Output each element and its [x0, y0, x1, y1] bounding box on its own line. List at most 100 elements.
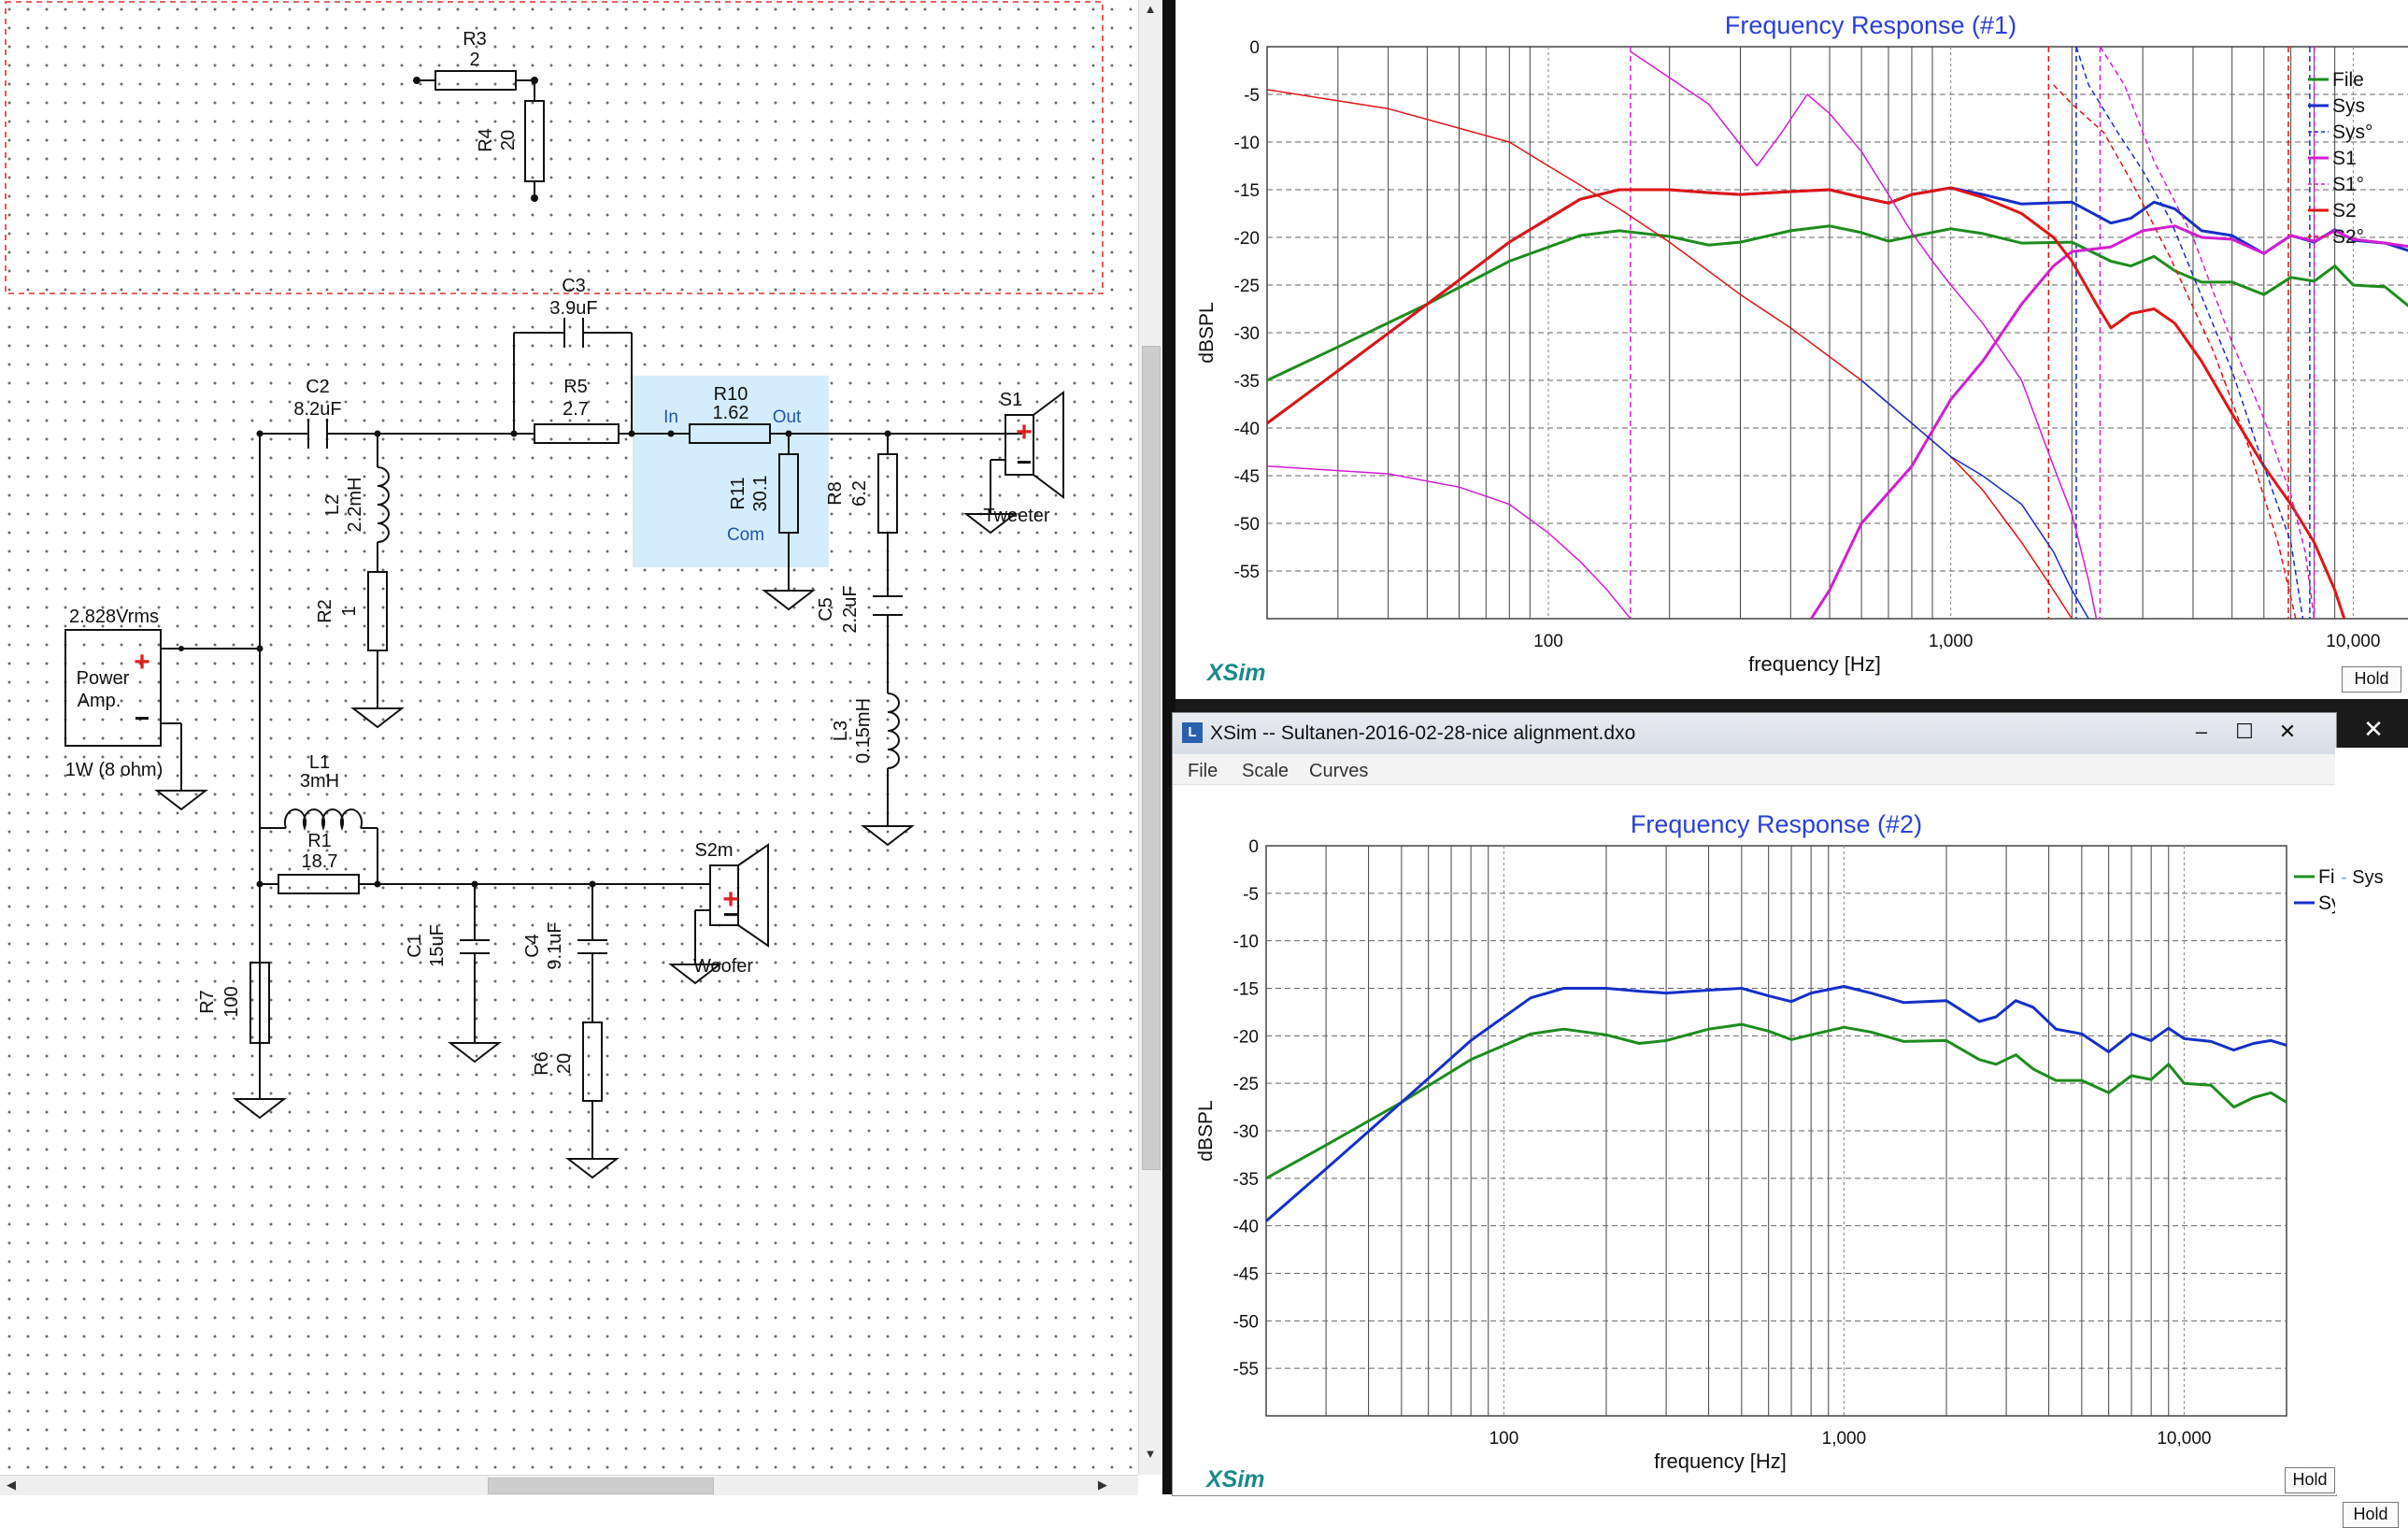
- r4-value: 20: [498, 130, 519, 150]
- plot2-x-tick-label: 10,000: [2157, 1429, 2211, 1449]
- r1-resistor[interactable]: [260, 874, 710, 894]
- plot1-series-line: [1630, 50, 2098, 619]
- r6-resistor[interactable]: [565, 1021, 620, 1179]
- plot2-window-title: XSim -- Sultanen-2016-02-28-nice alignme…: [1210, 722, 1636, 744]
- c4-capacitor[interactable]: [577, 884, 607, 1022]
- r7-label: R7: [197, 990, 218, 1014]
- close-icon[interactable]: ✕: [2278, 720, 2297, 743]
- amp-minus-sign: −: [135, 704, 150, 733]
- selection-rectangle[interactable]: [5, 1, 1104, 294]
- tweeter-plus-sign: +: [1016, 417, 1033, 448]
- plot1-legend-label: S1: [2332, 148, 2357, 169]
- horizontal-scroll-thumb[interactable]: [488, 1478, 714, 1494]
- plot1-y-tick-label: -15: [1234, 181, 1260, 201]
- c1-capacitor[interactable]: [448, 884, 502, 1064]
- plot1-y-tick-label: -5: [1244, 86, 1260, 106]
- r5-resistor[interactable]: [534, 423, 620, 444]
- r2-label: R2: [315, 599, 335, 623]
- plot1-series-line: [1860, 379, 2089, 619]
- woofer-speaker[interactable]: [668, 843, 769, 985]
- outer-close-icon[interactable]: ✕: [2339, 712, 2408, 746]
- xsim-app-icon: L: [1182, 722, 1203, 743]
- amp-name-line1: Power: [77, 668, 130, 689]
- c1-label: C1: [405, 934, 425, 958]
- scroll-right-button[interactable]: ▶: [1098, 1478, 1107, 1492]
- side-hold-button[interactable]: Hold: [2343, 1502, 2399, 1528]
- plot1-legend-label: S1°: [2332, 174, 2364, 195]
- r7-resistor[interactable]: [233, 962, 287, 1120]
- c3-capacitor[interactable]: [563, 318, 584, 348]
- plot1-x-axis-label: frequency [Hz]: [1748, 652, 1881, 676]
- c2-capacitor[interactable]: [307, 419, 328, 449]
- r2-resistor[interactable]: [350, 571, 405, 729]
- attenuator-highlight[interactable]: [633, 376, 829, 567]
- frequency-response-1-window: Frequency Response (#1)0-5-10-15-20-25-3…: [1176, 0, 2408, 699]
- c5-capacitor[interactable]: [873, 595, 903, 693]
- plot1-hold-button[interactable]: Hold: [2342, 666, 2401, 693]
- plot1-series-line: [1267, 89, 2073, 619]
- plot1-x-tick-label: 1,000: [1929, 632, 1973, 651]
- menu-scale[interactable]: Scale: [1242, 761, 1289, 781]
- plot1-y-tick-label: -45: [1234, 467, 1260, 487]
- r10-resistor[interactable]: [689, 423, 771, 444]
- schematic-canvas[interactable]: R3 2 R4 20 C3 3.9uF C2 8.2uF R5 2.7 R10 …: [0, 0, 1138, 1475]
- woofer-name: S2m: [694, 840, 733, 861]
- plot2-hold-button[interactable]: Hold: [2285, 1467, 2335, 1493]
- plot2-y-tick-label: -5: [1243, 885, 1259, 905]
- vertical-scroll-thumb[interactable]: [1142, 346, 1161, 1170]
- r8-resistor[interactable]: [877, 434, 898, 596]
- plot2-horizontal-grid: [1266, 893, 2287, 1369]
- scroll-left-button[interactable]: ◀: [7, 1478, 16, 1492]
- menu-curves[interactable]: Curves: [1309, 761, 1369, 781]
- power-amp-source[interactable]: [64, 629, 260, 811]
- r1-label: R1: [307, 831, 332, 851]
- woofer-label: Woofer: [693, 956, 753, 977]
- c3-label: C3: [562, 276, 586, 296]
- plot1-y-axis-label: dBSPL: [1196, 302, 1218, 363]
- tweeter-label: Tweeter: [983, 506, 1049, 526]
- maximize-icon[interactable]: ☐: [2235, 720, 2254, 743]
- plot2-title-bar[interactable]: L XSim -- Sultanen-2016-02-28-nice align…: [1173, 713, 2336, 754]
- l2-inductor[interactable]: [377, 466, 390, 572]
- c5-value: 2.2uF: [840, 585, 861, 633]
- plot2-y-axis-label: dBSPL: [1195, 1100, 1217, 1161]
- c4-label: C4: [522, 934, 543, 958]
- plot2-curves: [1266, 985, 2287, 1222]
- r8-label: R8: [825, 481, 846, 506]
- plot2-watermark: XSim: [1204, 1466, 1265, 1492]
- l1-label: L1: [309, 752, 330, 773]
- plot2-y-tick-label: -50: [1233, 1312, 1259, 1332]
- c2-value: 8.2uF: [293, 399, 341, 420]
- r11-resistor[interactable]: [762, 434, 816, 611]
- attenuator-com-label: Com: [727, 525, 764, 545]
- l3-inductor[interactable]: [861, 693, 915, 847]
- minimize-icon[interactable]: –: [2195, 720, 2208, 743]
- plot1-series-line: [1267, 465, 1631, 619]
- plot2-y-tick-label: -35: [1233, 1170, 1259, 1190]
- plot1-series-line: [2053, 84, 2297, 619]
- plot1-y-tick-label: 0: [1249, 38, 1260, 58]
- plot1-legend-label: Sys: [2332, 95, 2365, 117]
- l1-value: 3mH: [300, 771, 339, 792]
- schematic-horizontal-scrollbar[interactable]: ◀ ▶: [0, 1475, 1138, 1495]
- plot2-side-panel: - Sys Hold: [2335, 748, 2408, 1528]
- woofer-plus-sign: +: [722, 884, 739, 915]
- menu-file[interactable]: File: [1188, 761, 1218, 781]
- scroll-down-button[interactable]: ▼: [1144, 1447, 1157, 1461]
- plot1-series-line: [2075, 47, 2304, 619]
- tweeter-speaker[interactable]: [963, 391, 1064, 535]
- plot2-y-tick-label: -40: [1233, 1218, 1259, 1237]
- r3-resistor[interactable]: [413, 70, 538, 91]
- plot2-legend-label: File: [2318, 866, 2336, 888]
- scroll-up-button[interactable]: ▲: [1144, 2, 1157, 16]
- plot1-x-tick-label: 10,000: [2326, 632, 2380, 651]
- top-wires: [259, 332, 1022, 1079]
- schematic-vertical-scrollbar[interactable]: ▲ ▼: [1138, 0, 1163, 1475]
- l1-inductor[interactable]: [260, 808, 378, 884]
- xsim-plot2-window: L XSim -- Sultanen-2016-02-28-nice align…: [1172, 712, 2337, 1496]
- plot2-y-tick-label: -55: [1233, 1360, 1259, 1379]
- r4-resistor[interactable]: [524, 80, 545, 202]
- plot2-y-tick-label: 0: [1248, 837, 1259, 857]
